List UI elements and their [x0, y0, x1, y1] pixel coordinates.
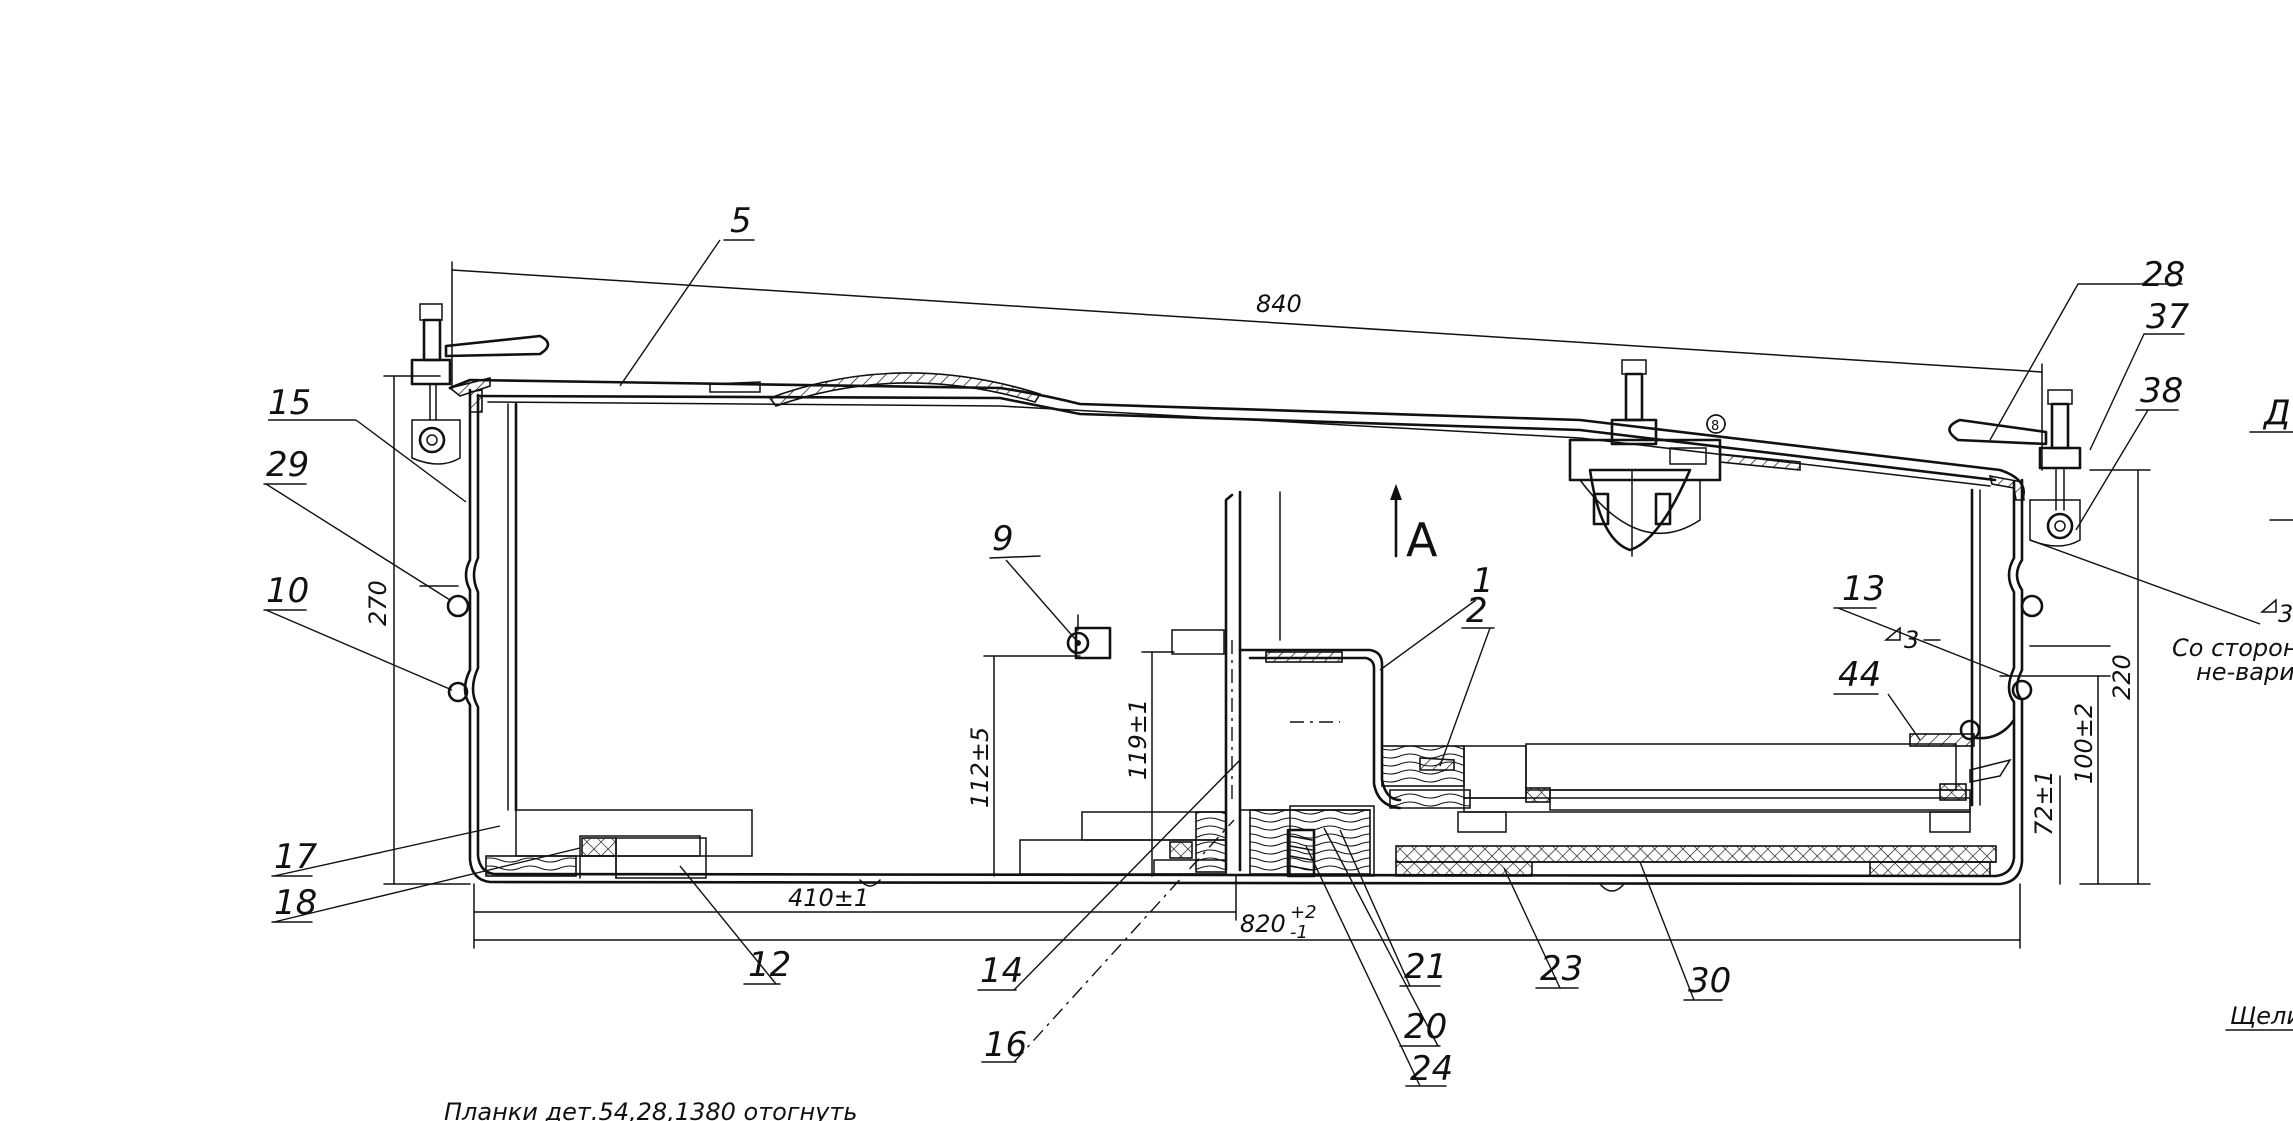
label-38: 38 [2140, 371, 2183, 411]
dim-410: 410±1 [788, 884, 869, 912]
label-29: 29 [266, 445, 309, 485]
label-14: 14 [980, 951, 1023, 991]
lid [448, 372, 2025, 502]
label-9: 9 [992, 519, 1014, 559]
label-15: 15 [268, 383, 311, 423]
label-13: 13 [1842, 569, 1885, 609]
middle-bottom-blocks [1019, 811, 1227, 875]
note-right-line1: Со сторон [2172, 634, 2293, 662]
leader-lines [265, 239, 2261, 1087]
label-12: 12 [748, 945, 791, 985]
dim-270: 270 [364, 580, 392, 626]
label-18: 18 [274, 883, 317, 923]
bottom-note: Планки дет.54,28,1380 отогнуть [444, 1098, 858, 1121]
dim-220: 220 [2108, 654, 2136, 700]
label-28: 28 [2142, 255, 2185, 295]
label-23: 23 [1540, 949, 1583, 989]
note-right-line2: не-варит [2196, 658, 2293, 686]
label-16: 16 [984, 1025, 1027, 1065]
dim-820: 820 [1240, 910, 1286, 938]
dim-820-tol-up: +2 [1290, 902, 1317, 923]
side-hinges [419, 585, 2044, 703]
dim-100: 100±2 [2070, 703, 2098, 784]
middle-clamp [1568, 359, 1726, 557]
label-44: 44 [1838, 655, 1881, 695]
left-bottom-blocks [485, 809, 753, 879]
view-markers: A 8 3 [1390, 414, 1941, 654]
weld-circle-label: 8 [1711, 419, 1719, 434]
label-21: 21 [1404, 947, 1447, 987]
label-2: 2 [1466, 591, 1488, 631]
note-weld-right: 3 [2278, 600, 2293, 628]
dim-72: 72±1 [2030, 770, 2058, 836]
dim-119: 119±1 [1124, 699, 1152, 780]
label-17: 17 [274, 837, 318, 877]
label-30: 30 [1688, 961, 1731, 1001]
dim-112: 112±5 [966, 727, 994, 808]
bracket-9 [1066, 614, 1112, 660]
right-compartment [1381, 718, 2016, 833]
dim-840: 840 [1256, 290, 1302, 318]
dimension-lines [383, 261, 2151, 949]
note-right-letter: Д [2262, 393, 2291, 433]
weld-symbol-label: 3 [1904, 626, 1919, 654]
left-clamp [410, 303, 550, 465]
dim-820-tol-dn: -1 [1290, 922, 1308, 943]
label-10: 10 [266, 571, 309, 611]
right-clamp [1948, 389, 2082, 547]
dimension-text: 840 270 220 112±5 119±1 410±1 820 +2 -1 … [364, 290, 2136, 943]
note-right-bottom: Щели [2230, 1002, 2293, 1030]
view-marker-a: A [1406, 513, 1438, 567]
label-20: 20 [1404, 1007, 1447, 1047]
label-1: 1 [1472, 561, 1494, 601]
right-notes: 3 Со сторон не-варит Д Щели [2172, 393, 2293, 1031]
label-5: 5 [730, 201, 752, 241]
label-24: 24 [1410, 1049, 1453, 1089]
label-37: 37 [2146, 297, 2190, 337]
bottom-layers [1249, 805, 1997, 878]
part-labels: 5 15 29 10 17 18 12 9 14 16 1 2 21 20 24… [263, 201, 2190, 1089]
